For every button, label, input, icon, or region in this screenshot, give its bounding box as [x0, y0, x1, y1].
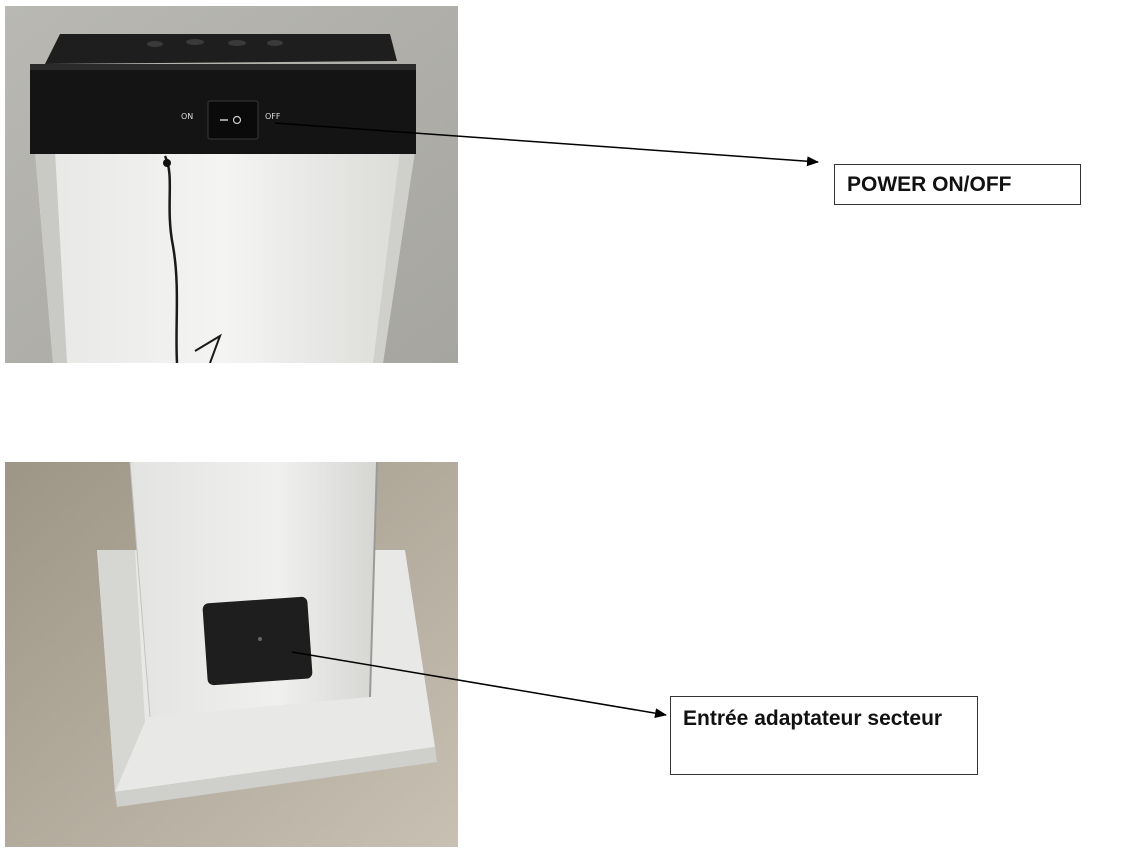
- switch-off-label: OFF: [265, 112, 281, 121]
- kiosk-base-photo: [5, 462, 458, 847]
- switch-on-label: ON: [181, 112, 193, 121]
- power-callout: POWER ON/OFF: [834, 164, 1081, 205]
- kiosk-top-photo: ON OFF: [5, 6, 458, 363]
- adapter-callout: Entrée adaptateur secteur: [670, 696, 978, 775]
